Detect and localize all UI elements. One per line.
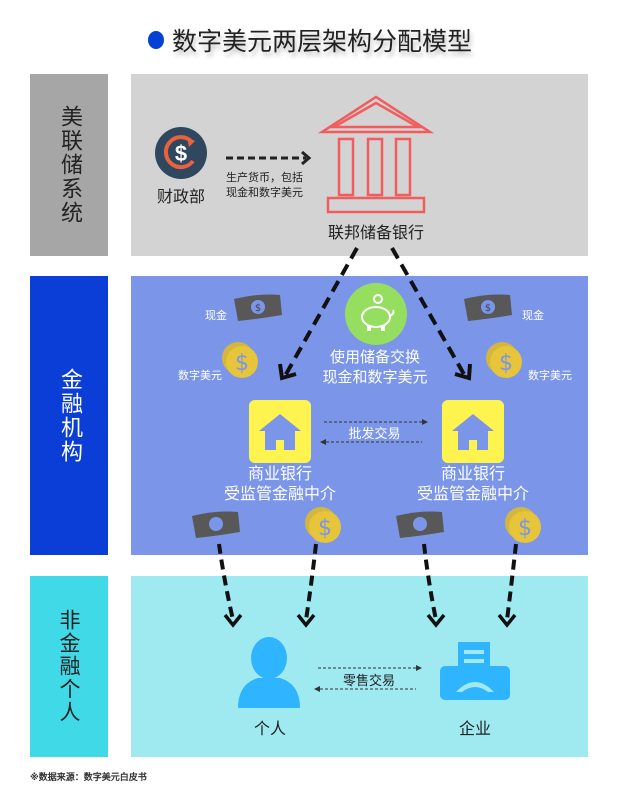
cash-label-left: 现金 xyxy=(205,309,227,322)
individual-label: 个人 xyxy=(253,719,286,738)
cash-icon: $ xyxy=(234,294,282,321)
row-label-fed-system: 美联储系统 xyxy=(30,74,108,256)
commercial-bank-icon-right xyxy=(442,400,504,463)
federal-reserve-bank-icon xyxy=(317,95,435,214)
cash-icon xyxy=(192,511,240,538)
treasury-dollar-icon: $ xyxy=(155,127,207,179)
exchange-note: 使用储备交换现金和数字美元 xyxy=(322,348,428,386)
fed-panel xyxy=(131,74,588,256)
digital-label-left: 数字美元 xyxy=(178,369,222,382)
svg-text:$: $ xyxy=(518,516,532,541)
cash-label-right: 现金 xyxy=(522,309,544,322)
production-note: 生产货币，包括现金和数字美元 xyxy=(226,171,303,199)
bank-label-right: 商业银行受监管金融中介 xyxy=(416,464,529,503)
svg-text:$: $ xyxy=(175,141,187,166)
treasury-label: 财政部 xyxy=(156,187,205,206)
row-label-financial: 金融机构 xyxy=(30,276,108,555)
retail-arrows-icon xyxy=(314,665,422,692)
coin-stack-icon: $ xyxy=(505,507,541,543)
commercial-bank-icon-left xyxy=(249,400,311,463)
row-label-nonfinancial: 非金融个人 xyxy=(30,576,108,757)
fax-machine-icon xyxy=(440,642,510,700)
coin-stack-icon: $ xyxy=(486,342,522,378)
bank-label-left: 商业银行受监管金融中介 xyxy=(223,464,336,503)
title-bullet-icon xyxy=(147,31,164,49)
retail-label: 零售交易 xyxy=(342,674,395,689)
svg-text:$: $ xyxy=(499,351,513,376)
enterprise-label: 企业 xyxy=(458,719,491,738)
digital-label-right: 数字美元 xyxy=(528,369,572,382)
cash-icon xyxy=(396,511,444,538)
source-footer: ※数据来源：数字美元白皮书 xyxy=(30,773,147,783)
coin-stack-icon: $ xyxy=(305,507,341,543)
nonfinancial-panel xyxy=(131,576,588,757)
wholesale-label: 批发交易 xyxy=(348,427,401,442)
page-title: 数字美元两层架构分配模型 xyxy=(0,22,620,58)
person-icon xyxy=(238,637,300,708)
svg-text:$: $ xyxy=(255,303,261,314)
wholesale-arrows-icon xyxy=(320,419,428,445)
coin-stack-icon: $ xyxy=(222,342,258,378)
svg-text:$: $ xyxy=(485,303,491,314)
cash-icon: $ xyxy=(464,294,512,321)
piggy-bank-icon xyxy=(345,283,407,345)
fed-bank-label: 联邦储备银行 xyxy=(327,223,424,242)
svg-text:$: $ xyxy=(235,351,249,376)
svg-text:$: $ xyxy=(318,516,332,541)
dashed-arrow-right-icon xyxy=(226,150,312,166)
